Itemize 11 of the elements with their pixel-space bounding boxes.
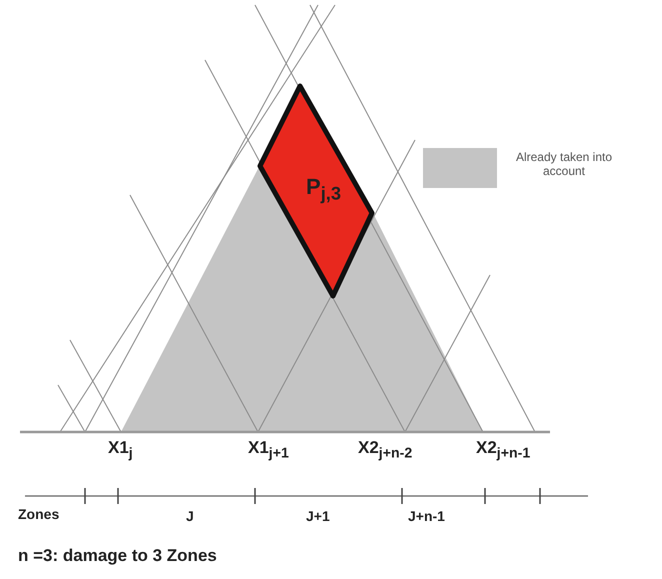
zone-label: J+1 [306,508,330,524]
boundary-label: X2$_{j+n-1}$ [476,438,530,462]
zone-label: J [186,508,194,524]
boundary-label: X1$_{j+1}$ [248,438,289,462]
zone-label: J+n-1 [408,508,445,524]
boundary-label: X1$_{j}$ [108,438,133,462]
caption: n =3: damage to 3 Zones [18,546,217,566]
axis-label: Zones [18,506,60,522]
legend-text: Already taken into account [514,150,614,179]
boundary-label: X2$_{j+n-2}$ [358,438,412,462]
region-label: P$_{j,3}$ [306,174,342,204]
